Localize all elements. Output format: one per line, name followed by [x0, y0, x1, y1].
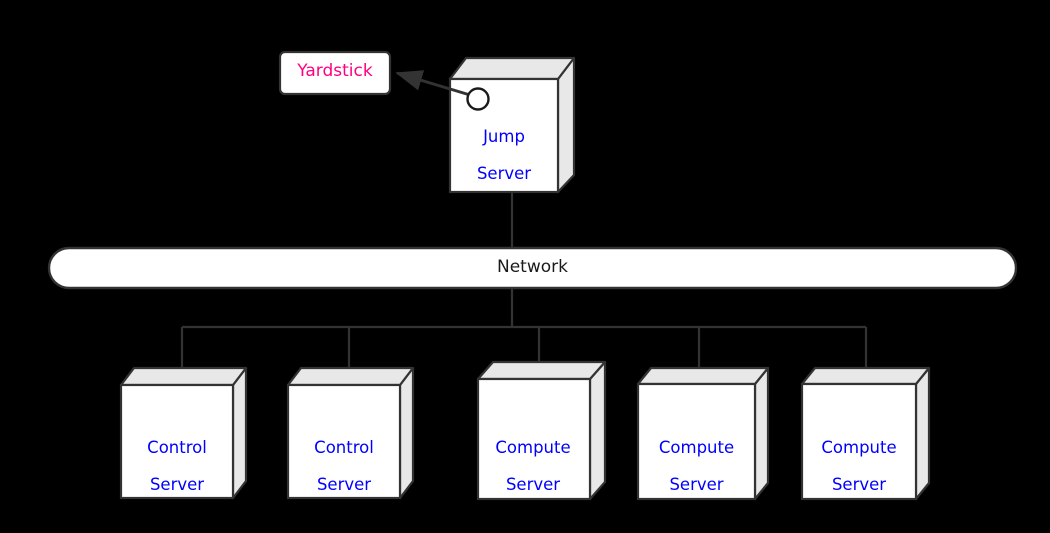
server-node-4[interactable] [636, 366, 770, 501]
server-5-front-face [800, 382, 918, 501]
server-5-side-face [914, 366, 931, 501]
server-1-top-face [119, 366, 248, 387]
jump-server-top-face [448, 56, 576, 81]
arrow-jump-to-yardstick [395, 70, 471, 97]
jump-server-side-face [556, 56, 576, 194]
yardstick-box[interactable] [278, 50, 392, 96]
server-2-top-face [286, 366, 415, 387]
server-4-side-face [753, 366, 770, 501]
server-3-top-face [476, 360, 607, 381]
server-2-front-face [286, 383, 402, 500]
server-2-side-face [398, 366, 415, 500]
server-node-2[interactable] [286, 366, 415, 500]
network-bar[interactable] [47, 246, 1018, 290]
server-node-1[interactable] [119, 366, 248, 500]
jump-server-node[interactable] [448, 56, 576, 194]
server-3-front-face [476, 377, 592, 501]
server-1-side-face [231, 366, 248, 500]
server-3-side-face [588, 360, 607, 501]
server-5-top-face [800, 366, 931, 386]
interface-socket-icon [466, 87, 490, 111]
server-4-front-face [636, 382, 757, 501]
server-node-3[interactable] [476, 360, 607, 501]
server-1-front-face [119, 383, 235, 500]
jump-server-front-face [448, 77, 560, 194]
server-4-top-face [636, 366, 770, 386]
server-node-5[interactable] [800, 366, 931, 501]
